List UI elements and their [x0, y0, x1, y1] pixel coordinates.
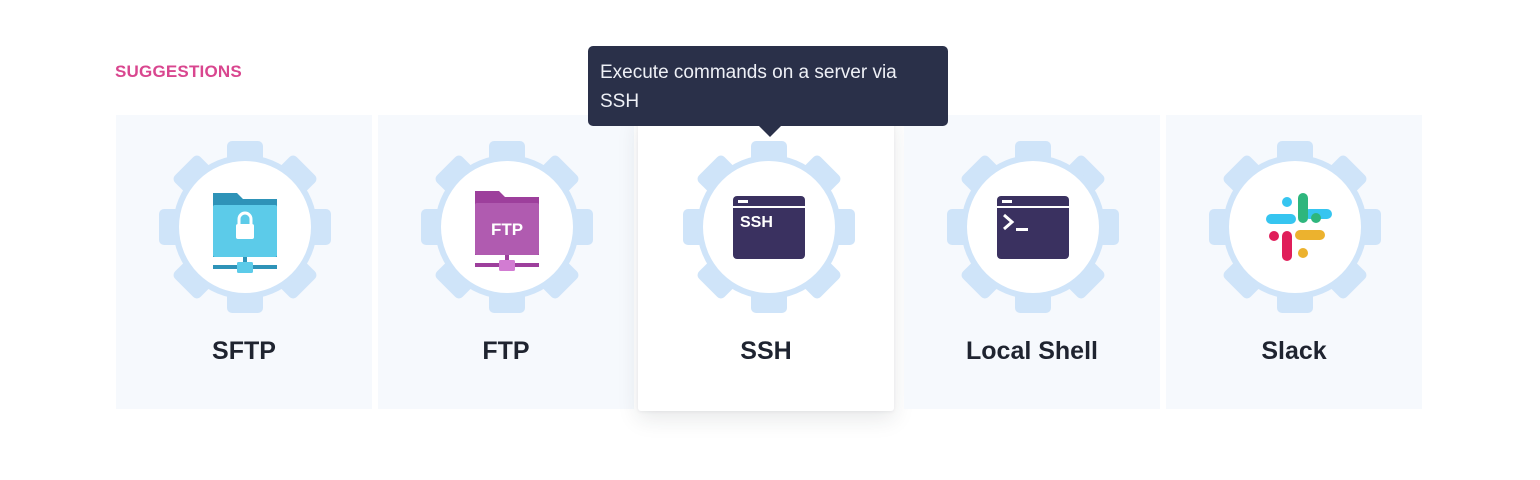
suggestion-label: SFTP: [212, 337, 276, 365]
gear-badge: SSH: [683, 141, 855, 313]
ftp-badge-text: FTP: [491, 220, 523, 239]
slack-logo-icon: [1266, 193, 1332, 261]
local-shell-terminal-icon: [997, 196, 1069, 259]
suggestion-label: Slack: [1261, 337, 1327, 365]
gear-badge: [1209, 141, 1381, 313]
suggestion-tile-sftp[interactable]: SFTP: [116, 115, 372, 409]
ssh-tooltip: Execute commands on a server via SSH: [588, 46, 948, 126]
suggestions-grid: SFTP FTP FTP SSH SSH: [116, 115, 1424, 411]
sftp-folder-lock-icon: [213, 193, 277, 273]
suggestion-label: SSH: [740, 337, 792, 365]
gear-badge: [947, 141, 1119, 313]
gear-badge: FTP: [421, 141, 593, 313]
tooltip-arrow: [758, 125, 782, 137]
suggestion-label: FTP: [482, 337, 530, 365]
ftp-folder-icon: FTP: [475, 191, 539, 271]
ssh-terminal-icon: SSH: [733, 196, 805, 259]
gear-badge: [159, 141, 331, 313]
suggestion-tile-slack[interactable]: Slack: [1166, 115, 1422, 409]
suggestion-tile-local-shell[interactable]: Local Shell: [904, 115, 1160, 409]
section-title: SUGGESTIONS: [115, 62, 242, 81]
ssh-badge-text: SSH: [740, 214, 773, 231]
suggestion-tile-ftp[interactable]: FTP FTP: [378, 115, 634, 409]
suggestion-label: Local Shell: [966, 337, 1098, 365]
suggestion-tile-ssh[interactable]: SSH SSH: [638, 115, 894, 411]
